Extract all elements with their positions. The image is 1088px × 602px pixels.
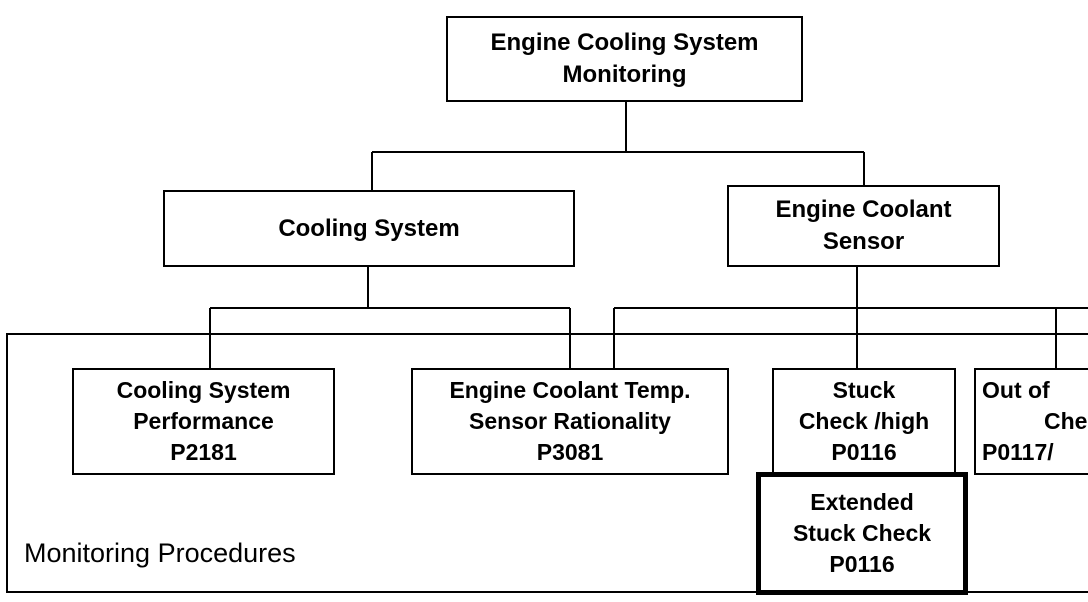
node-label: Monitoring: [562, 61, 687, 88]
node-label: Che: [1044, 408, 1088, 434]
node-label: Cooling System: [116, 377, 291, 403]
node-label: Extended: [810, 489, 914, 515]
node-label: Stuck Check: [792, 520, 932, 546]
node-label: Engine Cooling System: [490, 29, 759, 56]
monitoring-procedures-region: [6, 333, 1088, 593]
node-label: Engine Coolant Temp.: [449, 377, 691, 403]
node-out-of-range-check: Out of Che P0117/: [974, 368, 1088, 475]
node-label: Sensor Rationality: [469, 408, 671, 434]
node-label: Performance: [133, 408, 274, 434]
node-extended-stuck-check: Extended Stuck Check P0116: [756, 472, 968, 595]
region-label: Monitoring Procedures: [24, 538, 296, 568]
node-stuck-check-high: Stuck Check /high P0116: [772, 368, 956, 475]
node-engine-coolant-sensor: Engine Coolant Sensor: [727, 185, 1000, 267]
node-label: Sensor: [822, 228, 905, 255]
node-code: P0116: [829, 551, 895, 577]
node-code: P3081: [536, 439, 604, 465]
node-code: P0117/: [982, 439, 1054, 465]
node-label: Stuck: [832, 377, 896, 403]
node-label: Cooling System: [278, 214, 460, 242]
node-cooling-system: Cooling System: [163, 190, 575, 267]
node-label: Engine Coolant: [775, 196, 952, 223]
node-code: P0116: [831, 439, 897, 465]
node-coolant-temp-rationality: Engine Coolant Temp. Sensor Rationality …: [411, 368, 729, 475]
node-label: Out of: [982, 377, 1050, 403]
node-code: P2181: [170, 439, 237, 465]
node-cooling-system-performance: Cooling System Performance P2181: [72, 368, 335, 475]
node-label: Check /high: [798, 408, 930, 434]
node-engine-cooling-system-monitoring: Engine Cooling System Monitoring: [446, 16, 803, 102]
